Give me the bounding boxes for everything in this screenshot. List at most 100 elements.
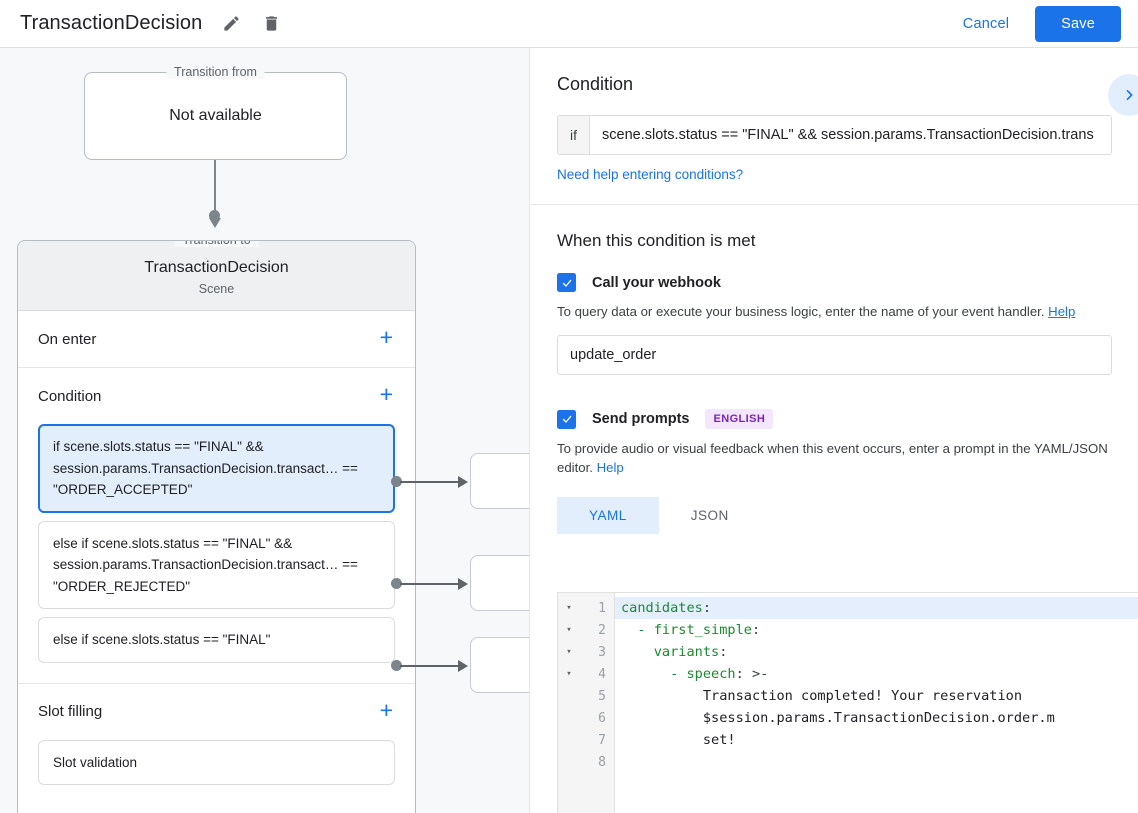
yaml-editor[interactable]: ▾1 ▾2 ▾3 ▾4 5 6 7 8 candidates: - first_…: [557, 592, 1138, 813]
gutter-line: 6: [558, 707, 614, 729]
code-line: $session.params.TransactionDecision.orde…: [621, 710, 1055, 726]
line-number: 8: [598, 754, 606, 770]
editor-code-area[interactable]: candidates: - first_simple: variants: - …: [615, 593, 1138, 813]
scene-subtitle: Scene: [198, 282, 235, 296]
section-header-slot-filling: Slot filling +: [38, 684, 395, 740]
condition-node-line-2: [400, 583, 462, 585]
slot-filling-list: Slot validation: [38, 739, 395, 806]
condition-if-prefix: if: [558, 116, 590, 154]
save-button[interactable]: Save: [1035, 5, 1121, 42]
code-line: Transaction completed! Your reservation: [621, 688, 1023, 704]
gutter-line: ▾4: [558, 663, 614, 685]
section-header-condition: Condition +: [38, 368, 395, 424]
add-on-enter-button[interactable]: +: [379, 324, 393, 350]
flow-connector-dot: [209, 210, 220, 221]
section-title-condition: Condition: [38, 387, 102, 405]
flow-connector-arrow: [209, 218, 221, 228]
flow-connector-line: [214, 160, 216, 222]
line-number: 4: [598, 666, 606, 682]
transition-from-card: Transition from Not available: [84, 65, 347, 160]
condition-target-box-1[interactable]: [470, 453, 529, 509]
prompts-help-link[interactable]: Help: [596, 460, 624, 475]
section-condition: Condition + if scene.slots.status == "FI…: [18, 368, 415, 684]
editor-format-tabs: YAML JSON: [557, 497, 1112, 534]
section-header-on-enter: On enter +: [38, 311, 395, 367]
app-header: TransactionDecision Cancel Save: [0, 0, 1138, 48]
when-condition-met-title: When this condition is met: [557, 231, 756, 250]
send-prompts-label: Send prompts: [592, 411, 690, 427]
event-handler-input[interactable]: [557, 335, 1112, 375]
condition-node-arrow-2: [458, 578, 468, 590]
section-on-enter: On enter +: [18, 311, 415, 368]
condition-list: if scene.slots.status == "FINAL" && sess…: [38, 424, 395, 683]
condition-node-arrow-1: [458, 476, 468, 488]
gutter-line: ▾2: [558, 619, 614, 641]
call-webhook-description: To query data or execute your business l…: [557, 302, 1112, 321]
gutter-line: 5: [558, 685, 614, 707]
editor-gutter: ▾1 ▾2 ▾3 ▾4 5 6 7 8: [558, 593, 615, 813]
add-condition-button[interactable]: +: [379, 381, 393, 407]
call-webhook-description-text: To query data or execute your business l…: [557, 304, 1045, 319]
cancel-button[interactable]: Cancel: [949, 8, 1023, 40]
page-title: TransactionDecision: [20, 12, 203, 34]
line-number: 1: [598, 600, 606, 616]
pencil-icon[interactable]: [220, 13, 242, 35]
call-webhook-row: Call your webhook: [557, 273, 1112, 292]
code-line: - speech: >-: [621, 666, 769, 682]
chevron-right-icon[interactable]: [1108, 74, 1138, 116]
code-line: candidates:: [615, 597, 1138, 619]
code-line: variants:: [621, 644, 728, 660]
condition-target-box-3[interactable]: [470, 637, 529, 693]
transition-from-legend: Transition from: [166, 65, 265, 79]
condition-item-accepted[interactable]: if scene.slots.status == "FINAL" && sess…: [38, 424, 395, 513]
scene-card: Transition to TransactionDecision Scene …: [17, 240, 416, 813]
line-number: 7: [598, 732, 606, 748]
gutter-line: ▾1: [558, 597, 614, 619]
scene-header: TransactionDecision Scene: [18, 241, 415, 311]
scene-flow-canvas: Transition from Not available Transition…: [0, 48, 530, 813]
condition-node-dot-2[interactable]: [391, 578, 402, 589]
section-title-slot-filling: Slot filling: [38, 703, 103, 720]
gutter-line: 8: [558, 751, 614, 773]
send-prompts-description-text: To provide audio or visual feedback when…: [557, 441, 1108, 475]
fold-arrow-icon[interactable]: ▾: [566, 625, 572, 635]
need-help-conditions-link[interactable]: Need help entering conditions?: [557, 167, 744, 182]
condition-input[interactable]: [590, 116, 1111, 154]
line-number: 3: [598, 644, 606, 660]
condition-node-line-3: [400, 665, 462, 667]
call-webhook-checkbox[interactable]: [557, 273, 576, 292]
condition-input-row: if: [557, 115, 1112, 155]
call-webhook-label: Call your webhook: [592, 274, 721, 291]
panel-title: Condition: [557, 74, 634, 94]
transition-from-value: Not available: [169, 107, 262, 124]
webhook-help-link[interactable]: Help: [1048, 304, 1076, 319]
line-number: 5: [598, 688, 606, 704]
condition-editor-section: Condition if Need help entering conditio…: [531, 48, 1138, 205]
add-slot-filling-button[interactable]: +: [379, 696, 393, 723]
trash-icon[interactable]: [260, 13, 282, 35]
fold-arrow-icon[interactable]: ▾: [566, 647, 572, 657]
section-title-on-enter: On enter: [38, 330, 97, 348]
when-condition-met-section: When this condition is met Call your web…: [531, 205, 1138, 534]
gutter-line: 7: [558, 729, 614, 751]
line-number: 6: [598, 710, 606, 726]
line-number: 2: [598, 622, 606, 638]
condition-node-line-1: [400, 481, 462, 483]
code-line: [615, 751, 1138, 773]
condition-node-dot-1[interactable]: [391, 476, 402, 487]
code-line: - first_simple:: [621, 622, 761, 638]
fold-arrow-icon[interactable]: ▾: [566, 603, 572, 613]
fold-arrow-icon[interactable]: ▾: [566, 669, 572, 679]
slot-validation-item[interactable]: Slot validation: [38, 739, 395, 785]
send-prompts-checkbox[interactable]: [557, 409, 576, 429]
transition-to-legend: Transition to: [174, 241, 259, 247]
send-prompts-description: To provide audio or visual feedback when…: [557, 439, 1109, 477]
condition-item-rejected[interactable]: else if scene.slots.status == "FINAL" &&…: [38, 520, 395, 609]
condition-item-final[interactable]: else if scene.slots.status == "FINAL": [38, 617, 395, 663]
condition-target-box-2[interactable]: [470, 555, 529, 611]
tab-yaml[interactable]: YAML: [557, 497, 659, 534]
condition-node-dot-3[interactable]: [391, 660, 402, 671]
code-line: set!: [621, 732, 736, 748]
tab-json[interactable]: JSON: [659, 497, 761, 534]
